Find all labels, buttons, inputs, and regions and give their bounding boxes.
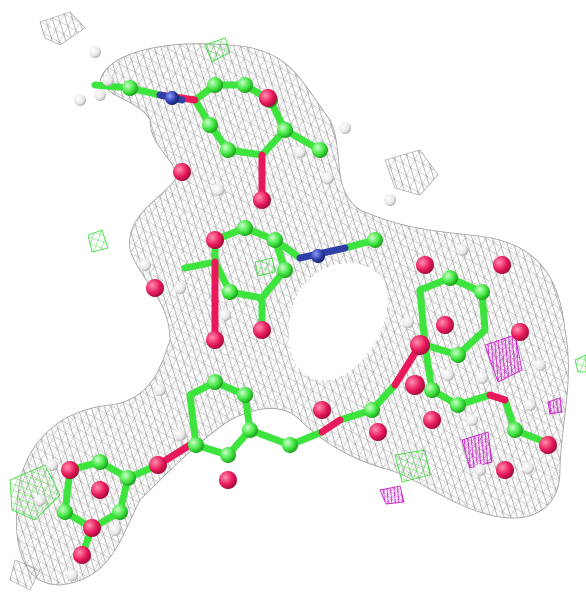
atoms (34, 46, 557, 581)
hydrogen-atoms (34, 46, 546, 581)
positive-difference-mesh (9, 37, 586, 521)
oxygen-atoms (61, 89, 557, 564)
density-mesh (9, 11, 569, 591)
nitrogen-atoms (165, 91, 325, 263)
negative-difference-mesh (379, 334, 563, 505)
